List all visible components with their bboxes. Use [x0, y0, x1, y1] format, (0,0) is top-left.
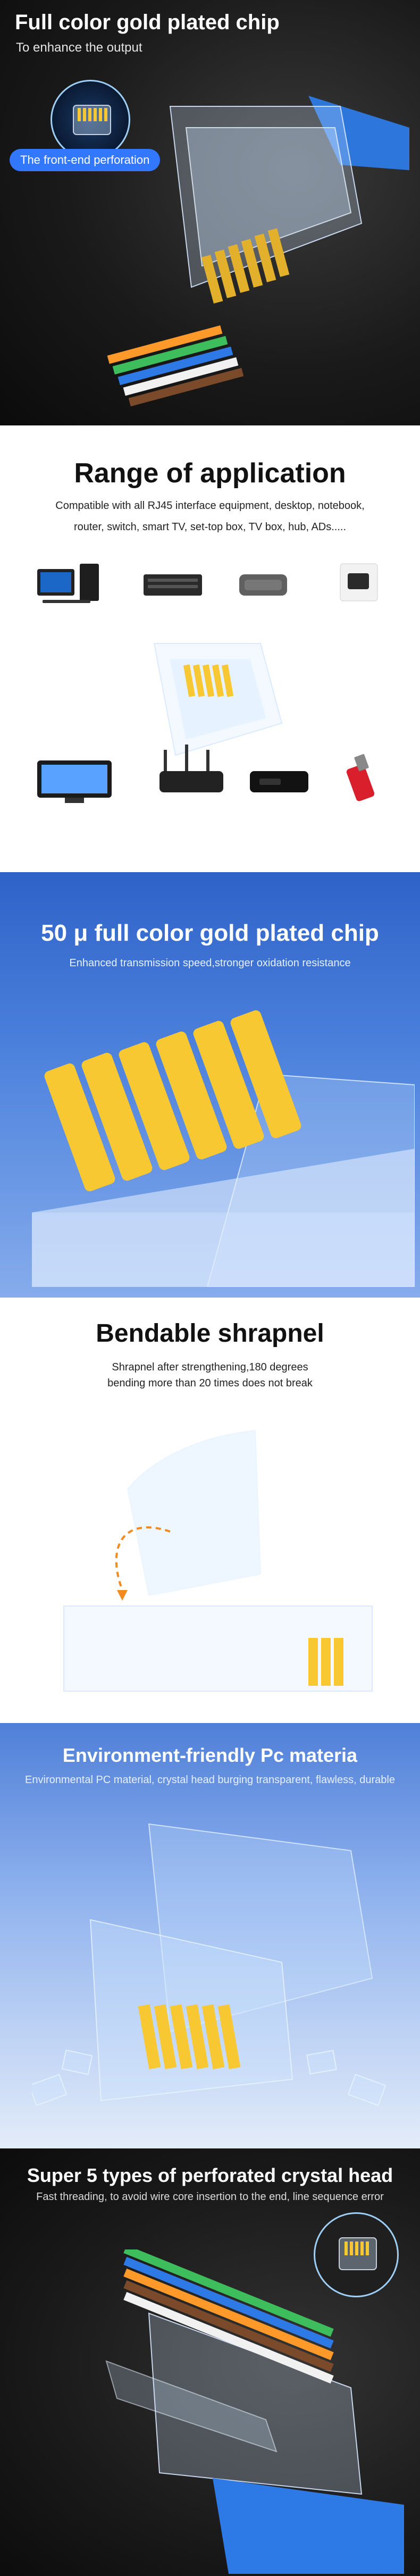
wire-threading-image: [105, 2249, 404, 2574]
section-gold-chip-detail: 50 μ full color gold plated chip Enhance…: [0, 872, 420, 1298]
section-subtitle: Enhanced transmission speed,stronger oxi…: [69, 957, 351, 969]
section-description-line-1: Compatible with all RJ45 interface equip…: [55, 500, 365, 512]
section-gold-chip-hero: Full color gold plated chip To enhance t…: [0, 0, 420, 425]
section-title: Super 5 types of perforated crystal head: [27, 2164, 393, 2186]
section-perforated-crystal-head: Super 5 types of perforated crystal head…: [0, 2148, 420, 2576]
section-range-of-application: Range of application Compatible with all…: [0, 425, 420, 872]
gold-pins: [183, 664, 234, 697]
section-subtitle: Fast threading, to avoid wire core inser…: [36, 2191, 384, 2203]
usb-hub-icon: [239, 574, 287, 596]
gold-pins: [201, 228, 290, 304]
gold-chip-closeup-image: [32, 1010, 415, 1287]
device-row-bottom: [37, 745, 375, 803]
badge: The front-end perforation: [10, 149, 161, 171]
section-eco-pc-material: Environment-friendly Pc materia Environm…: [0, 1723, 420, 2148]
server-icon: [144, 574, 202, 596]
rj45-connector-image: [153, 643, 283, 756]
rj45-socket-icon: [340, 563, 378, 601]
section-description-line-2: router, switch, smart TV, set-top box, T…: [73, 521, 347, 533]
section-title: Full color gold plated chip: [15, 11, 280, 34]
shrapnel-bend-illustration: [63, 1429, 373, 1692]
wire-strands: [107, 325, 244, 407]
device-row-top: [37, 563, 378, 603]
zoom-circle: [51, 80, 130, 160]
section-title: Environment-friendly Pc materia: [62, 1744, 358, 1766]
set-top-box-icon: [250, 771, 308, 792]
pc-material-connector-image: [32, 1823, 387, 2106]
gold-pins: [308, 1638, 343, 1686]
section-description-line-1: Shrapnel after strengthening,180 degrees: [112, 1361, 308, 1373]
zoom-circle: [314, 2212, 399, 2297]
section-title: Bendable shrapnel: [96, 1319, 324, 1348]
rj45-head-icon: [73, 105, 111, 135]
wire-strands: [123, 2249, 334, 2384]
section-description-line-2: bending more than 20 times does not brea…: [107, 1377, 313, 1389]
section-bendable-shrapnel: Bendable shrapnel Shrapnel after strengt…: [0, 1298, 420, 1723]
rj45-head-icon: [339, 2237, 377, 2270]
desktop-icon: [37, 564, 99, 603]
tv-icon: [37, 760, 112, 803]
section-title: 50 μ full color gold plated chip: [41, 920, 379, 946]
gold-pins: [138, 2004, 241, 2069]
rj45-connector-image: [107, 96, 409, 407]
usb-dongle-icon: [346, 754, 375, 801]
section-title: Range of application: [74, 458, 346, 489]
gold-pins: [44, 1010, 301, 1192]
router-icon: [159, 745, 223, 792]
section-subtitle: To enhance the output: [16, 40, 142, 55]
section-subtitle: Environmental PC material, crystal head …: [25, 1774, 395, 1786]
crystal-heads-background: [32, 2050, 387, 2106]
